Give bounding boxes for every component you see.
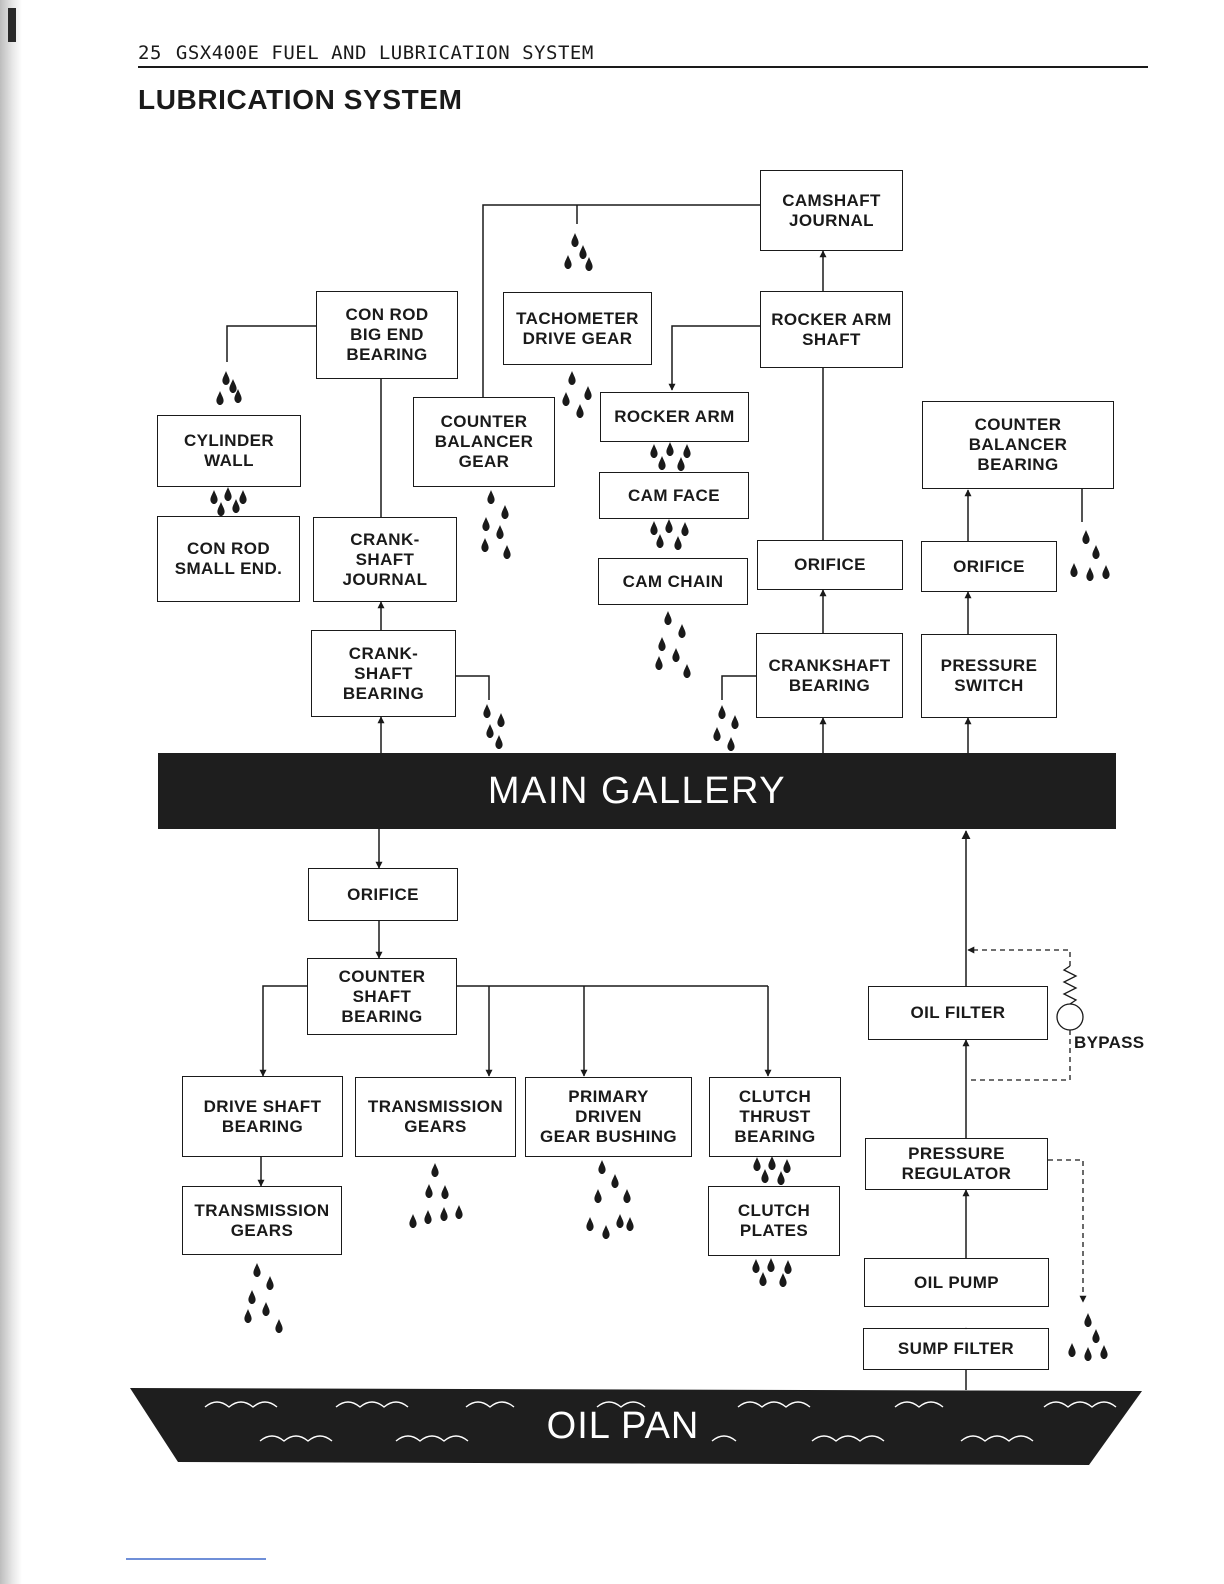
tachometer-drive-gear-box: TACHOMETER DRIVE GEAR (503, 292, 652, 365)
bottom-rule (126, 1558, 266, 1560)
margin-mark (8, 8, 16, 42)
crankshaft-bearing-left-box: CRANK- SHAFT BEARING (311, 630, 456, 717)
oil-pump-box: OIL PUMP (864, 1258, 1049, 1307)
counter-shaft-bearing-box: COUNTER SHAFT BEARING (307, 958, 457, 1035)
running-header: 25 GSX400E FUEL AND LUBRICATION SYSTEM (138, 40, 1148, 68)
clutch-thrust-bearing-box: CLUTCH THRUST BEARING (709, 1077, 841, 1157)
primary-driven-gear-bushing-box: PRIMARY DRIVEN GEAR BUSHING (525, 1077, 692, 1157)
con-rod-big-end-bearing-box: CON ROD BIG END BEARING (316, 291, 458, 379)
orifice-upper-mid-box: ORIFICE (757, 540, 903, 590)
crankshaft-journal-box: CRANK- SHAFT JOURNAL (313, 517, 457, 602)
oil-pan-label: OIL PAN (546, 1404, 700, 1447)
page-number: 25 (138, 42, 162, 64)
counter-balancer-gear-box: COUNTER BALANCER GEAR (413, 397, 555, 487)
cam-face-box: CAM FACE (599, 472, 749, 519)
pressure-switch-box: PRESSURE SWITCH (921, 634, 1057, 718)
page-margin-shadow (0, 0, 22, 1584)
orifice-upper-right-box: ORIFICE (921, 541, 1057, 592)
orifice-lower-box: ORIFICE (308, 868, 458, 921)
pressure-regulator-box: PRESSURE REGULATOR (865, 1138, 1048, 1190)
section-title: GSX400E FUEL AND LUBRICATION SYSTEM (175, 42, 594, 64)
drive-shaft-bearing-box: DRIVE SHAFT BEARING (182, 1076, 343, 1157)
clutch-plates-box: CLUTCH PLATES (708, 1186, 840, 1256)
rocker-arm-shaft-box: ROCKER ARM SHAFT (760, 291, 903, 368)
page-title: LUBRICATION SYSTEM (138, 84, 463, 115)
con-rod-small-end-box: CON ROD SMALL END. (157, 516, 300, 602)
rocker-arm-box: ROCKER ARM (600, 392, 749, 442)
bypass-label: BYPASS (1074, 1033, 1145, 1052)
main-gallery: MAIN GALLERY (158, 753, 1116, 829)
crankshaft-bearing-right-box: CRANKSHAFT BEARING (756, 633, 903, 718)
transmission-gears-left-box: TRANSMISSION GEARS (182, 1186, 342, 1255)
cam-chain-box: CAM CHAIN (598, 558, 748, 605)
transmission-gears-mid-box: TRANSMISSION GEARS (355, 1077, 516, 1157)
cylinder-wall-box: CYLINDER WALL (157, 415, 301, 487)
sump-filter-box: SUMP FILTER (863, 1328, 1049, 1370)
oil-pan-shape (130, 1388, 1142, 1465)
camshaft-journal-box: CAMSHAFT JOURNAL (760, 170, 903, 251)
counter-balancer-bearing-box: COUNTER BALANCER BEARING (922, 401, 1114, 489)
oil-filter-box: OIL FILTER (868, 986, 1048, 1040)
